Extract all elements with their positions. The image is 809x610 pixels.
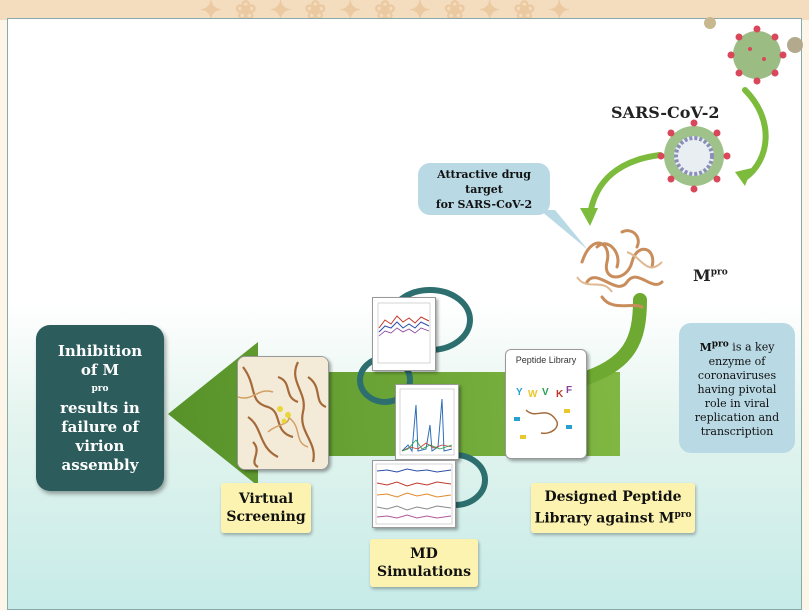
- mpro-desc-line: enzyme of: [708, 354, 766, 368]
- mpro-description-bubble: Mpro is a key enzyme of coronaviruses ha…: [679, 323, 795, 453]
- callout-pointer: [540, 210, 588, 250]
- md-plot-1: [372, 297, 436, 371]
- svg-text:Y: Y: [516, 387, 523, 398]
- peptide-library-card: Peptide Library Y W V K F: [505, 349, 587, 459]
- svg-text:W: W: [528, 389, 538, 400]
- peptide-library-graphic: Y W V K F: [514, 385, 572, 439]
- protein-structure-icon: [576, 229, 664, 309]
- callout-line-1: Attractive drug target: [437, 167, 531, 196]
- virus-label: SARS-CoV-2: [611, 103, 720, 122]
- mpro-desc-line: having pivotal: [697, 382, 777, 396]
- trajectory-plot-icon: [375, 463, 453, 525]
- peptide-card-title: Peptide Library: [515, 355, 577, 365]
- virus-cycle-arrows: [580, 87, 769, 226]
- docking-structure-icon: [238, 357, 328, 469]
- docking-image: [237, 356, 329, 470]
- mpro-label: Mpro: [693, 266, 728, 285]
- virus-cross-section-icon: [657, 119, 731, 193]
- mpro-desc-line: transcription: [700, 424, 774, 438]
- spike-plot-icon: [399, 388, 455, 456]
- virus-icon: [727, 25, 787, 85]
- md-plot-3: [372, 460, 456, 528]
- mpro-desc-line: replication and: [694, 410, 780, 424]
- mpro-desc-line: coronaviruses: [697, 368, 777, 382]
- inhibition-line: results in: [60, 398, 140, 417]
- inhibition-line: assembly: [61, 455, 139, 474]
- inhibition-line: failure of: [61, 417, 139, 436]
- watermark-logo: ✦ ❀ ✦ ❀ ✦ ❀ ✦ ❀ ✦ ❀ ✦: [200, 0, 573, 20]
- inhibition-line-1: Inhibition: [57, 341, 143, 360]
- mpro-desc-first-line: Mpro is a key: [699, 339, 775, 354]
- curved-arrow-mpro-to-library: [573, 293, 647, 387]
- callout-line-2: for SARS-CoV-2: [435, 197, 533, 211]
- md-plot-2: [395, 384, 459, 460]
- inhibition-line: virion: [75, 436, 125, 455]
- mpro-desc-line: role in viral: [704, 396, 770, 410]
- drug-target-callout: Attractive drug target for SARS-CoV-2: [418, 163, 550, 215]
- svg-text:F: F: [566, 385, 572, 396]
- small-virus-icon: [787, 37, 803, 53]
- designed-library-label: Designed Peptide Library against Mpro: [531, 483, 695, 533]
- svg-text:V: V: [542, 387, 549, 398]
- tiny-virus-icon: [704, 17, 716, 29]
- line-plot-icon: [377, 302, 431, 364]
- svg-text:K: K: [556, 389, 564, 400]
- watermark-strip: ✦ ❀ ✦ ❀ ✦ ❀ ✦ ❀ ✦ ❀ ✦: [0, 0, 809, 20]
